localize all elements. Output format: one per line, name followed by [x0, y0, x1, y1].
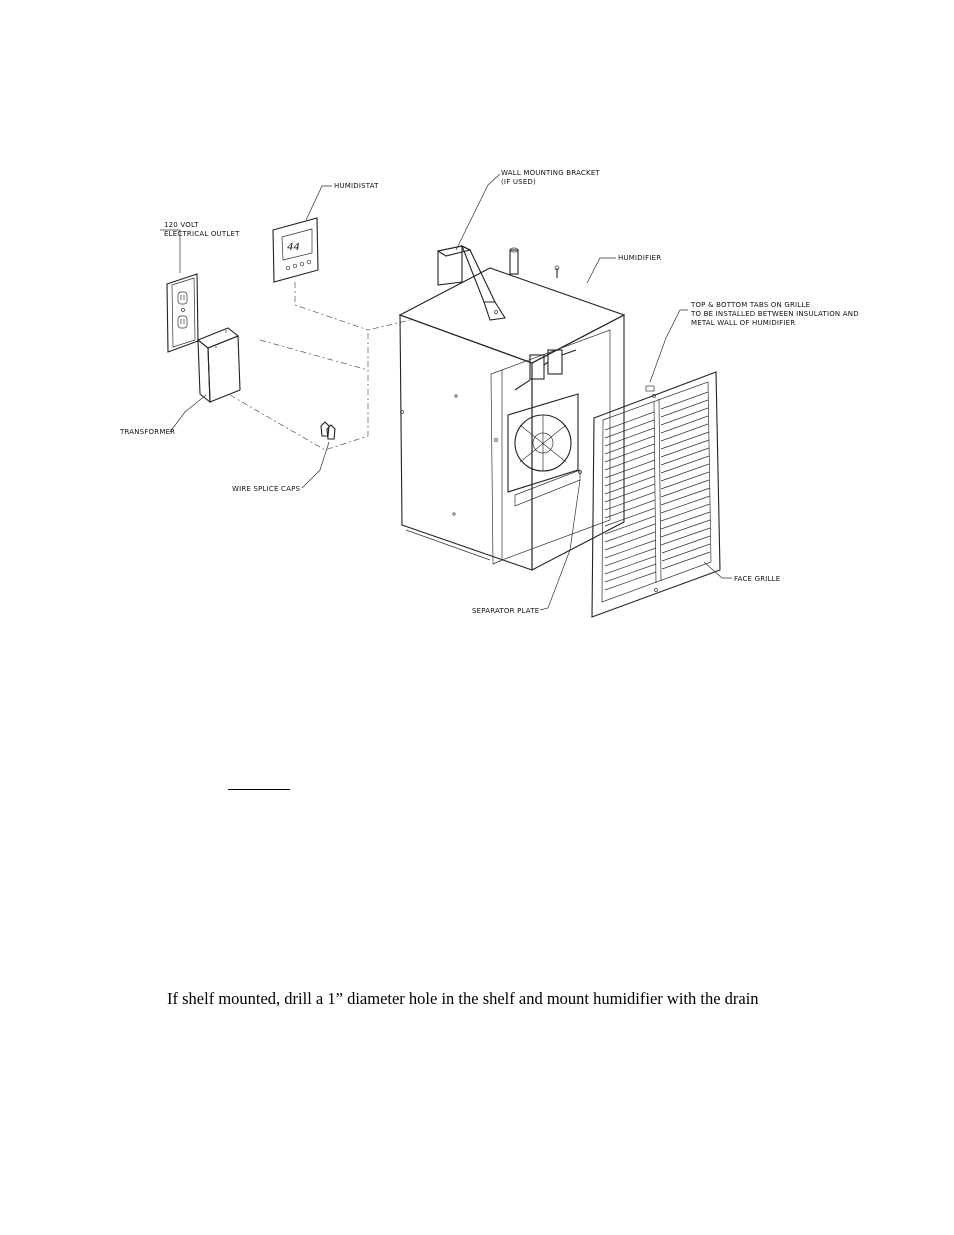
face-grille-label: FACE GRILLE [734, 575, 780, 583]
wire-caps-label: WIRE SPLICE CAPS [232, 485, 301, 493]
transformer-leader [169, 394, 207, 433]
humidistat-label: HUMIDISTAT [334, 182, 379, 190]
humidifier-label: HUMIDIFIER [618, 254, 661, 262]
tabs-leader [649, 309, 688, 383]
separator-label: SEPARATOR PLATE [472, 607, 539, 615]
separator-leader [539, 479, 581, 611]
wire-caps-leader [301, 441, 330, 489]
bracket-leader [455, 173, 501, 251]
wire-splice-caps [320, 421, 336, 440]
bracket-label-line2: (IF USED) [501, 178, 536, 186]
transformer [196, 327, 241, 404]
face-grille [591, 371, 721, 618]
tabs-label-line3: METAL WALL OF HUMIDIFIER [691, 319, 795, 327]
outlet-label-line2: ELECTRICAL OUTLET [164, 230, 240, 238]
underline-mark [228, 789, 290, 790]
grille-louvers [604, 391, 711, 591]
transformer-label: TRANSFORMER [119, 428, 175, 436]
bracket-label-line1: WALL MOUNTING BRACKET [501, 169, 600, 177]
wiring-lines [229, 282, 411, 451]
tabs-label-line1: TOP & BOTTOM TABS ON GRILLE [690, 301, 810, 309]
humidifier-cabinet [398, 247, 626, 571]
electrical-outlet [166, 273, 199, 353]
outlet-label-line1: 120 VOLT [164, 221, 199, 229]
face-grille-leader [703, 561, 732, 579]
humidifier-leader [586, 257, 616, 284]
humidistat-leader [305, 185, 332, 221]
body-text-line: If shelf mounted, drill a 1” diameter ho… [167, 989, 759, 1008]
humidifier-exploded-diagram: 120 VOLT ELECTRICAL OUTLET TRANSFORMER 4… [119, 169, 859, 618]
wall-mounting-bracket [436, 244, 506, 321]
humidistat: 44 [272, 217, 319, 283]
outlet-leader [160, 229, 181, 273]
humidistat-display-reading: 44 [287, 242, 300, 253]
tabs-label-line2: TO BE INSTALLED BETWEEN INSULATION AND [690, 310, 859, 318]
